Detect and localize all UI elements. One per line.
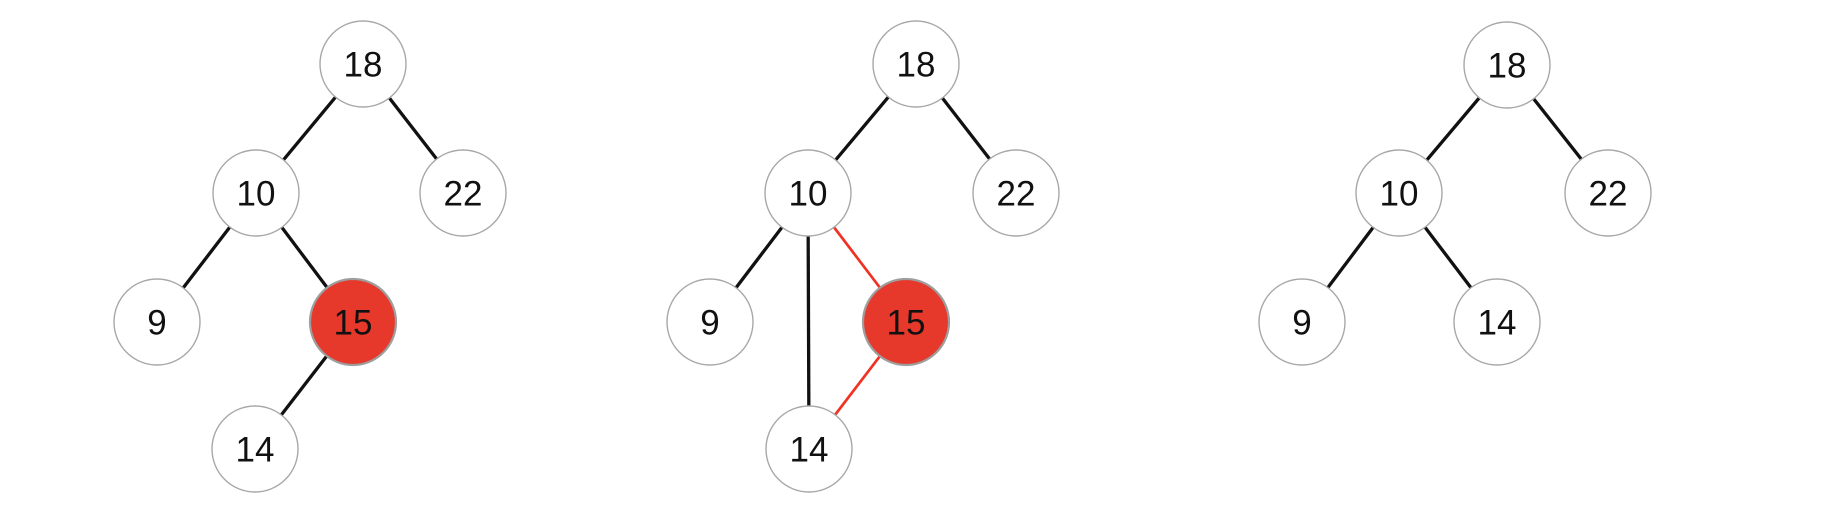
highlighted-node-15 xyxy=(861,277,951,367)
node-label-14: 14 xyxy=(236,431,275,470)
node-10 xyxy=(1355,149,1443,237)
node-22 xyxy=(419,149,507,237)
node-14 xyxy=(211,405,299,493)
node-label-9: 9 xyxy=(700,304,719,343)
node-22 xyxy=(972,149,1060,237)
node-label-10: 10 xyxy=(237,175,276,214)
node-label-15: 15 xyxy=(334,304,373,343)
node-label-22: 22 xyxy=(997,175,1036,214)
node-9 xyxy=(1258,278,1346,366)
node-18 xyxy=(872,20,960,108)
node-label-10: 10 xyxy=(789,175,828,214)
node-14 xyxy=(765,405,853,493)
tree-step-2-relink-child: 18 10 22 9 15 14 xyxy=(666,20,1060,493)
node-label-22: 22 xyxy=(1589,175,1628,214)
node-10 xyxy=(764,149,852,237)
node-14 xyxy=(1453,278,1541,366)
node-label-10: 10 xyxy=(1380,175,1419,214)
tree-step-1-target-highlighted: 18 10 22 9 15 14 xyxy=(113,20,507,493)
node-9 xyxy=(113,278,201,366)
node-9 xyxy=(666,278,754,366)
node-label-18: 18 xyxy=(897,46,936,85)
node-label-18: 18 xyxy=(1488,47,1527,86)
node-label-22: 22 xyxy=(444,175,483,214)
highlighted-node-15 xyxy=(308,277,398,367)
node-18 xyxy=(1463,21,1551,109)
node-label-14: 14 xyxy=(790,431,829,470)
node-label-18: 18 xyxy=(344,46,383,85)
node-label-15: 15 xyxy=(887,304,926,343)
node-label-9: 9 xyxy=(147,304,166,343)
node-18 xyxy=(319,20,407,108)
tree-step-3-after-deletion: 18 10 22 9 14 xyxy=(1258,21,1652,366)
node-22 xyxy=(1564,149,1652,237)
node-label-9: 9 xyxy=(1292,304,1311,343)
node-10 xyxy=(212,149,300,237)
node-label-14: 14 xyxy=(1478,304,1517,343)
